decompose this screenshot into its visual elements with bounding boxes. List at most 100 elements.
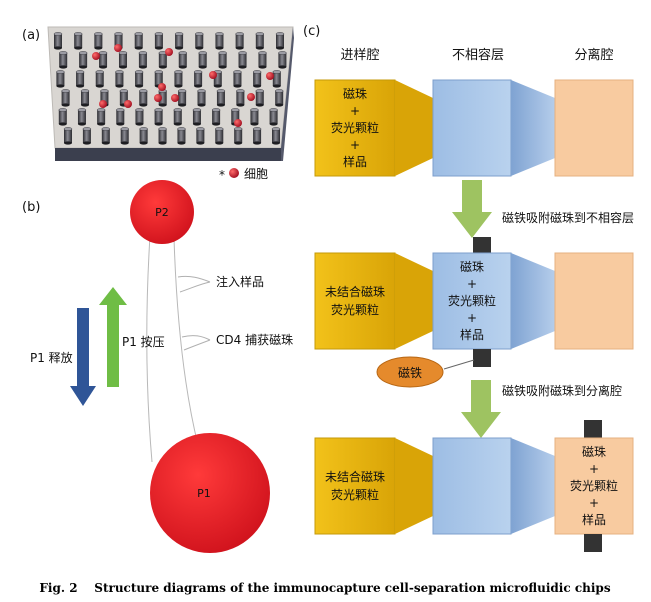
- cell: [158, 83, 166, 91]
- box-text-line: +: [589, 462, 599, 476]
- pillar: [252, 70, 262, 88]
- pillar: [255, 32, 265, 50]
- stage3-magnet-top: [584, 420, 602, 438]
- box-text-line: 未结合磁珠: [325, 284, 385, 299]
- stage3-inlet-neck: [395, 438, 433, 534]
- pillar: [139, 127, 148, 145]
- pillar: [134, 70, 144, 88]
- pillar: [98, 51, 108, 69]
- pillar: [139, 89, 148, 107]
- cell: [124, 100, 132, 108]
- release-arrow: [70, 308, 96, 406]
- pillar: [192, 108, 202, 126]
- legend-asterisk: *: [219, 168, 225, 182]
- cell: [92, 52, 100, 60]
- step1-text: 磁铁吸附磁珠到不相容层: [502, 210, 634, 225]
- cell: [247, 93, 255, 101]
- pillar: [198, 51, 207, 69]
- pillar: [211, 108, 221, 126]
- cell: [234, 119, 242, 127]
- balloon-p2: [130, 180, 194, 244]
- pillar: [158, 127, 167, 145]
- box-text-line: 荧光颗粒: [570, 478, 618, 493]
- pillar: [115, 70, 124, 88]
- pillar: [196, 127, 205, 145]
- panel-a: (a) * 细胞: [22, 26, 294, 182]
- pillar: [236, 89, 245, 107]
- stage3-outlet-box: [554, 437, 634, 535]
- step2-text: 磁铁吸附磁珠到分离腔: [502, 383, 622, 398]
- box-text-line: +: [350, 138, 360, 152]
- pillar: [120, 127, 129, 145]
- balloon-p2-label: P2: [155, 206, 169, 219]
- step1-arrow: [452, 180, 492, 238]
- legend-cell-icon: [229, 168, 239, 178]
- pillar: [73, 32, 83, 50]
- chip-front-face: [55, 148, 281, 161]
- annot-capture-leader: [181, 335, 211, 341]
- box-text-line: +: [350, 104, 360, 118]
- panel-b-label: (b): [22, 200, 40, 215]
- figure-caption: Fig. 2 Structure diagrams of the immunoc…: [39, 581, 610, 595]
- magnet-label: 磁铁: [398, 365, 422, 380]
- pillar: [101, 127, 111, 145]
- stage1-middle-box: [432, 79, 512, 177]
- box-text-line: 样品: [460, 327, 484, 342]
- channel-left-wall: [146, 235, 153, 463]
- magnet-leader: [443, 359, 475, 370]
- box-text-line: 荧光颗粒: [331, 302, 379, 317]
- cell-group: [92, 44, 274, 127]
- pillar: [75, 70, 85, 88]
- stage3-middle-box: [432, 437, 512, 535]
- pillar: [95, 70, 104, 88]
- pillar: [193, 70, 203, 88]
- pillar: [173, 108, 183, 126]
- stage3-middle-neck: [511, 438, 555, 534]
- stage1-middle-neck: [511, 80, 555, 176]
- box-text-line: +: [589, 496, 599, 510]
- box-text-line: 样品: [343, 154, 367, 169]
- pillar: [178, 51, 188, 69]
- stage2-magnet-top: [473, 237, 491, 254]
- pillar: [158, 51, 168, 69]
- panel-b: (b) P2 P1 注入样品 CD4 捕获磁珠 P1 释放 P1 按压: [22, 180, 293, 553]
- pillar: [252, 127, 262, 145]
- cell: [165, 48, 173, 56]
- cell: [114, 44, 122, 52]
- pillar: [177, 127, 186, 145]
- pillar: [63, 127, 73, 145]
- pillar: [278, 51, 287, 69]
- box-text-line: 磁珠: [582, 444, 606, 459]
- pillar: [215, 127, 224, 145]
- annot-sample-leader-2: [179, 281, 211, 293]
- annot-capture-leader-2: [183, 339, 211, 351]
- chip-side-face: [281, 27, 294, 161]
- legend-cell-text: 细胞: [244, 167, 268, 181]
- pillar: [134, 32, 143, 50]
- pillar: [274, 89, 284, 107]
- pillar: [275, 32, 285, 50]
- box-text-line: 样品: [582, 512, 606, 527]
- press-arrow-label: P1 按压: [122, 335, 165, 349]
- box-text-line: +: [467, 311, 477, 325]
- pillar: [82, 127, 92, 145]
- pillar: [238, 51, 247, 69]
- stage2-magnet-bottom: [473, 349, 491, 367]
- box-text-line: 荧光颗粒: [448, 293, 496, 308]
- pillar: [94, 32, 103, 50]
- stage1-inlet-text: 磁珠+荧光颗粒+样品: [331, 86, 379, 169]
- pillar: [216, 89, 226, 107]
- box-text-line: 未结合磁珠: [325, 469, 385, 484]
- pillar: [58, 108, 68, 126]
- pillar: [195, 32, 204, 50]
- cell: [154, 94, 162, 102]
- annot-sample-leader: [177, 275, 211, 283]
- pillar: [58, 51, 68, 69]
- stage3-magnet-bottom: [584, 534, 602, 552]
- box-text-line: 磁珠: [343, 86, 367, 101]
- magnet-oval: [376, 356, 444, 388]
- panel-a-label: (a): [22, 28, 40, 43]
